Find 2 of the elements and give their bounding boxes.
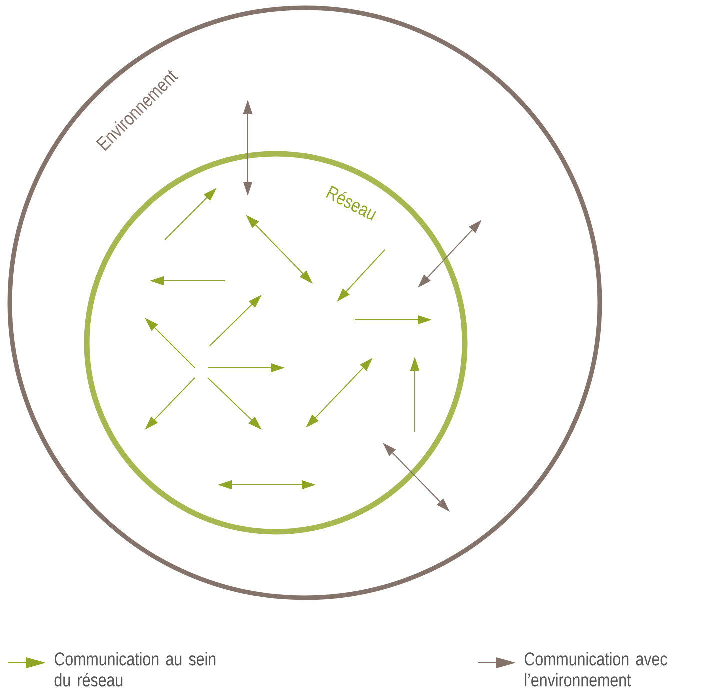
legend-text: Communication au sein du réseau	[54, 652, 216, 687]
legend-text: Communication avec l’environnement	[524, 652, 668, 687]
